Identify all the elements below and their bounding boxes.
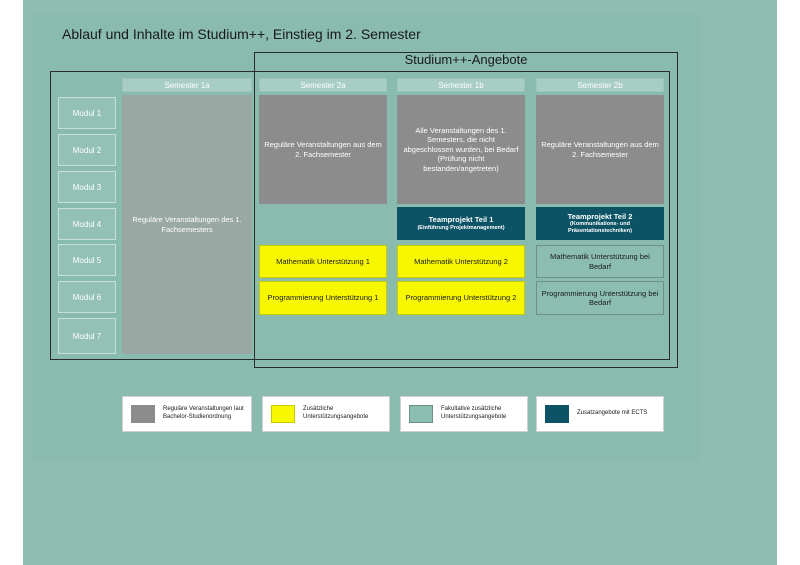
module-7: Modul 7 (58, 318, 116, 354)
semester-header-2a: Semester 2a (259, 78, 387, 92)
sem2a-regular-block: Reguläre Veranstaltungen aus dem 2. Fach… (259, 95, 387, 204)
legend-label: Fakultative zusätzliche Unterstützungsan… (441, 406, 507, 420)
module-4: Modul 4 (58, 208, 116, 240)
module-3: Modul 3 (58, 171, 116, 203)
sem2b-regular-block: Reguläre Veranstaltungen aus dem 2. Fach… (536, 95, 664, 204)
legend-item-optional: Fakultative zusätzliche Unterstützungsan… (400, 396, 528, 432)
legend-swatch-grey (131, 405, 155, 423)
studium-plus-title: Studium++-Angebote (404, 52, 528, 67)
legend-label: Zusätzliche Unterstützungsangebote (303, 406, 369, 420)
sem2b-math-support-optional: Mathematik Unterstützung bei Bedarf (536, 245, 664, 278)
sem1b-programming-support: Programmierung Unterstützung 2 (397, 281, 525, 315)
legend-label: Reguläre Veranstaltungen laut Bachelor-S… (163, 406, 244, 420)
sem2b-programming-support-optional: Programmierung Unterstützung bei Bedarf (536, 281, 664, 315)
module-2: Modul 2 (58, 134, 116, 166)
semester-header-1b: Semester 1b (397, 78, 525, 92)
sem1b-teamprojekt: Teamprojekt Teil 1 (Einführung Projektma… (397, 207, 525, 240)
legend-item-additional: Zusätzliche Unterstützungsangebote (262, 396, 390, 432)
studium-plus-frame (254, 52, 678, 368)
diagram-title: Ablauf und Inhalte im Studium++, Einstie… (62, 26, 421, 42)
sem1b-math-support: Mathematik Unterstützung 2 (397, 245, 525, 278)
legend-swatch-yellow (271, 405, 295, 423)
legend-item-ects: Zusatzangebote mit ECTS (536, 396, 664, 432)
sem2a-programming-support: Programmierung Unterstützung 1 (259, 281, 387, 315)
legend-label: Zusatzangebote mit ECTS (577, 410, 648, 417)
sem1a-regular-block: Reguläre Veranstaltungen des 1. Fachseme… (122, 95, 252, 354)
teamprojekt-1-title: Teamprojekt Teil 1 (428, 215, 494, 225)
legend-swatch-teal (409, 405, 433, 423)
module-1: Modul 1 (58, 97, 116, 129)
sem1b-regular-block: Alle Veranstaltungen des 1. Semesters, d… (397, 95, 525, 204)
teamprojekt-1-subtitle: (Einführung Projektmanagement) (417, 224, 505, 231)
overall-frame (50, 71, 670, 360)
legend-swatch-dark (545, 405, 569, 423)
teamprojekt-2-subtitle: (Kommunikations- und Präsentationstechni… (568, 221, 632, 235)
sem2b-teamprojekt: Teamprojekt Teil 2 (Kommunikations- und … (536, 207, 664, 240)
semester-header-2b: Semester 2b (536, 78, 664, 92)
module-5: Modul 5 (58, 244, 116, 276)
semester-header-1a: Semester 1a (122, 78, 252, 92)
module-6: Modul 6 (58, 281, 116, 313)
teamprojekt-2-title: Teamprojekt Teil 2 (567, 211, 633, 221)
sem2a-math-support: Mathematik Unterstützung 1 (259, 245, 387, 278)
legend-item-regular: Reguläre Veranstaltungen laut Bachelor-S… (122, 396, 252, 432)
